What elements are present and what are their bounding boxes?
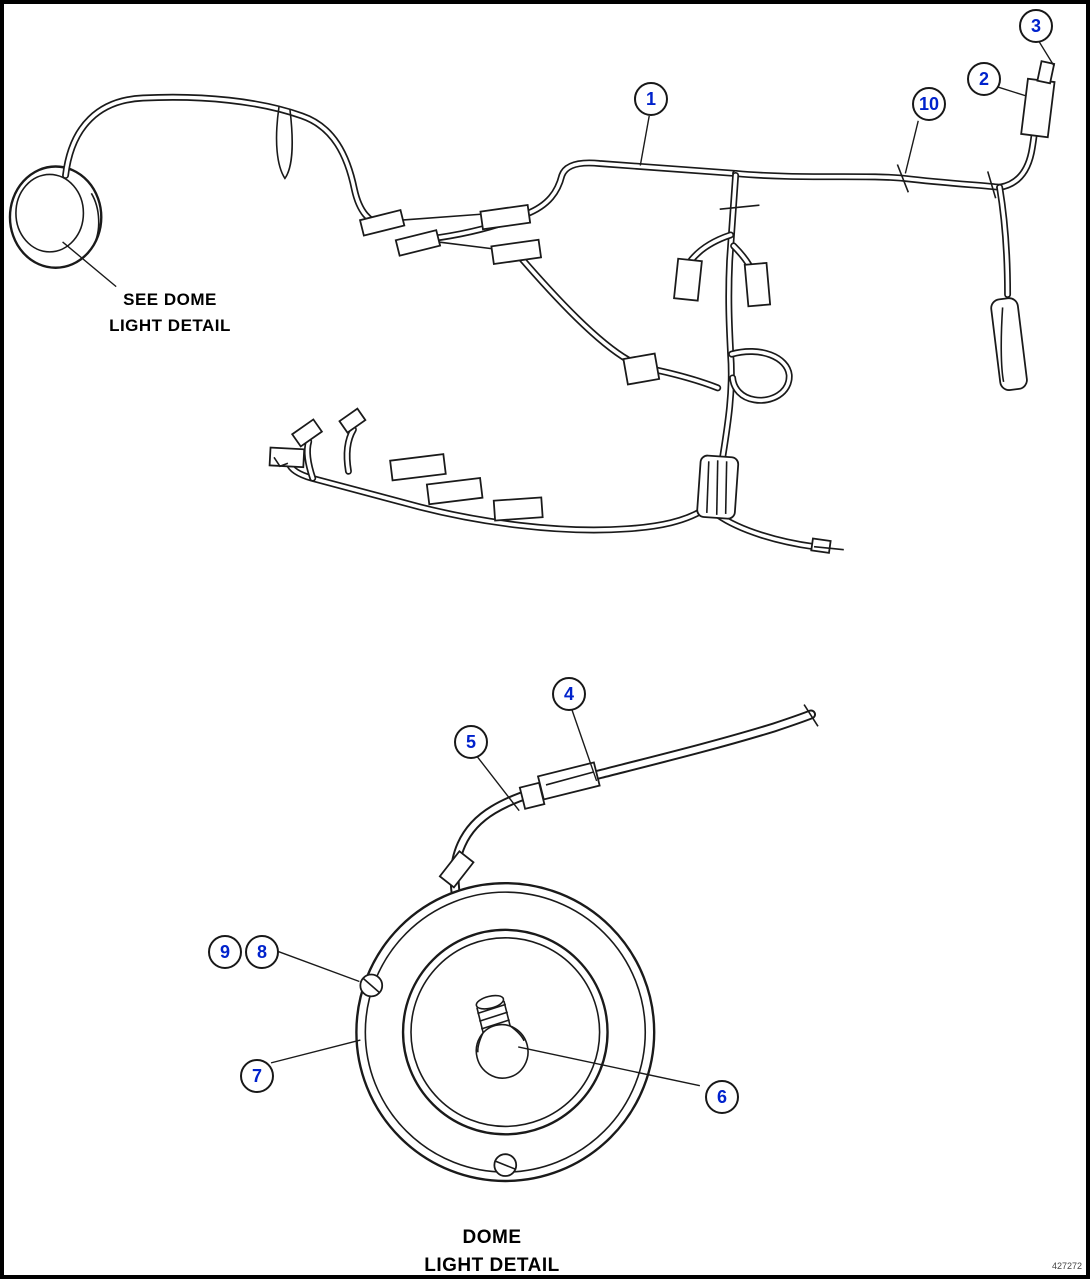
screw <box>359 973 384 998</box>
inline-connector <box>518 761 601 810</box>
connector <box>673 257 703 302</box>
leader-lines <box>62 40 1055 1087</box>
wire-end-mark <box>803 704 819 727</box>
callout-6-number: 6 <box>716 1086 727 1107</box>
connector <box>490 238 543 266</box>
lower-connector-group <box>268 407 544 522</box>
callout-5: 5 <box>454 725 488 759</box>
caption-line: LIGHT DETAIL <box>424 1255 560 1276</box>
leader-line-caption <box>62 241 117 288</box>
dome-light-detail-caption: DOME LIGHT DETAIL <box>382 1224 602 1276</box>
leader-line-7 <box>270 1039 361 1064</box>
connector <box>492 496 544 522</box>
leader-line-6 <box>518 1046 700 1087</box>
connector <box>810 537 832 554</box>
bulb-base <box>475 994 505 1010</box>
callout-4-number: 4 <box>563 683 574 704</box>
connector <box>743 261 772 308</box>
connector <box>338 407 367 434</box>
wire-bundle <box>696 454 740 520</box>
callout-9: 9 <box>208 935 242 969</box>
callout-8-number: 8 <box>256 941 267 962</box>
leader-line-10 <box>904 120 919 174</box>
harness-clip <box>986 171 997 199</box>
callout-6: 6 <box>705 1080 739 1114</box>
callout-5-number: 5 <box>465 731 476 752</box>
dome-lens-ring-inner-edge <box>410 937 601 1128</box>
bulb <box>475 994 529 1079</box>
leader-line-1 <box>639 115 650 166</box>
harness-clip <box>896 164 910 193</box>
wire-loop <box>275 106 293 180</box>
callout-10: 10 <box>912 87 946 121</box>
connector <box>268 446 306 469</box>
dome-light-thumbnail <box>8 165 103 269</box>
connector <box>622 352 661 386</box>
right-component <box>990 297 1028 391</box>
dome-light-detail <box>355 704 819 1183</box>
callout-7: 7 <box>240 1059 274 1093</box>
right-connector <box>1020 60 1056 139</box>
callout-2-number: 2 <box>978 68 989 89</box>
bulb-glass <box>475 1023 529 1079</box>
callout-2: 2 <box>967 62 1001 96</box>
connector <box>425 476 484 506</box>
screw <box>493 1153 518 1177</box>
leader-line-3 <box>1037 40 1055 67</box>
connector <box>479 203 532 231</box>
callout-9-number: 9 <box>219 941 230 962</box>
caption-line: DOME <box>462 1227 522 1248</box>
connector-tab <box>1036 60 1056 85</box>
harness-diagram-art <box>8 40 1056 1183</box>
upper-harness <box>8 60 1056 554</box>
connector <box>290 418 324 448</box>
harness-wire <box>519 256 628 360</box>
leader-line-8 <box>275 950 360 983</box>
leader-line-5 <box>473 752 520 812</box>
connector-cluster <box>358 203 543 266</box>
callout-1: 1 <box>634 82 668 116</box>
wire-end <box>813 545 844 551</box>
caption-line: SEE DOME <box>123 290 217 309</box>
callout-4: 4 <box>552 677 586 711</box>
callout-7-number: 7 <box>251 1065 262 1086</box>
callout-10-number: 10 <box>918 93 940 114</box>
harness-clip <box>719 204 760 210</box>
caption-line: LIGHT DETAIL <box>109 316 231 335</box>
see-dome-light-detail-caption: SEE DOME LIGHT DETAIL <box>84 287 256 339</box>
wire-fitting <box>438 850 475 889</box>
harness-wire <box>718 515 814 547</box>
connector <box>358 209 406 237</box>
figure-number: 427272 <box>1051 1261 1082 1271</box>
callout-8: 8 <box>245 935 279 969</box>
callout-3-number: 3 <box>1030 15 1041 36</box>
callout-3: 3 <box>1019 9 1053 43</box>
connector <box>394 229 442 257</box>
connector <box>389 453 447 482</box>
harness-wire <box>429 163 736 239</box>
leader-line-4 <box>570 706 598 782</box>
harness-wire <box>66 97 384 226</box>
callout-1-number: 1 <box>645 88 656 109</box>
